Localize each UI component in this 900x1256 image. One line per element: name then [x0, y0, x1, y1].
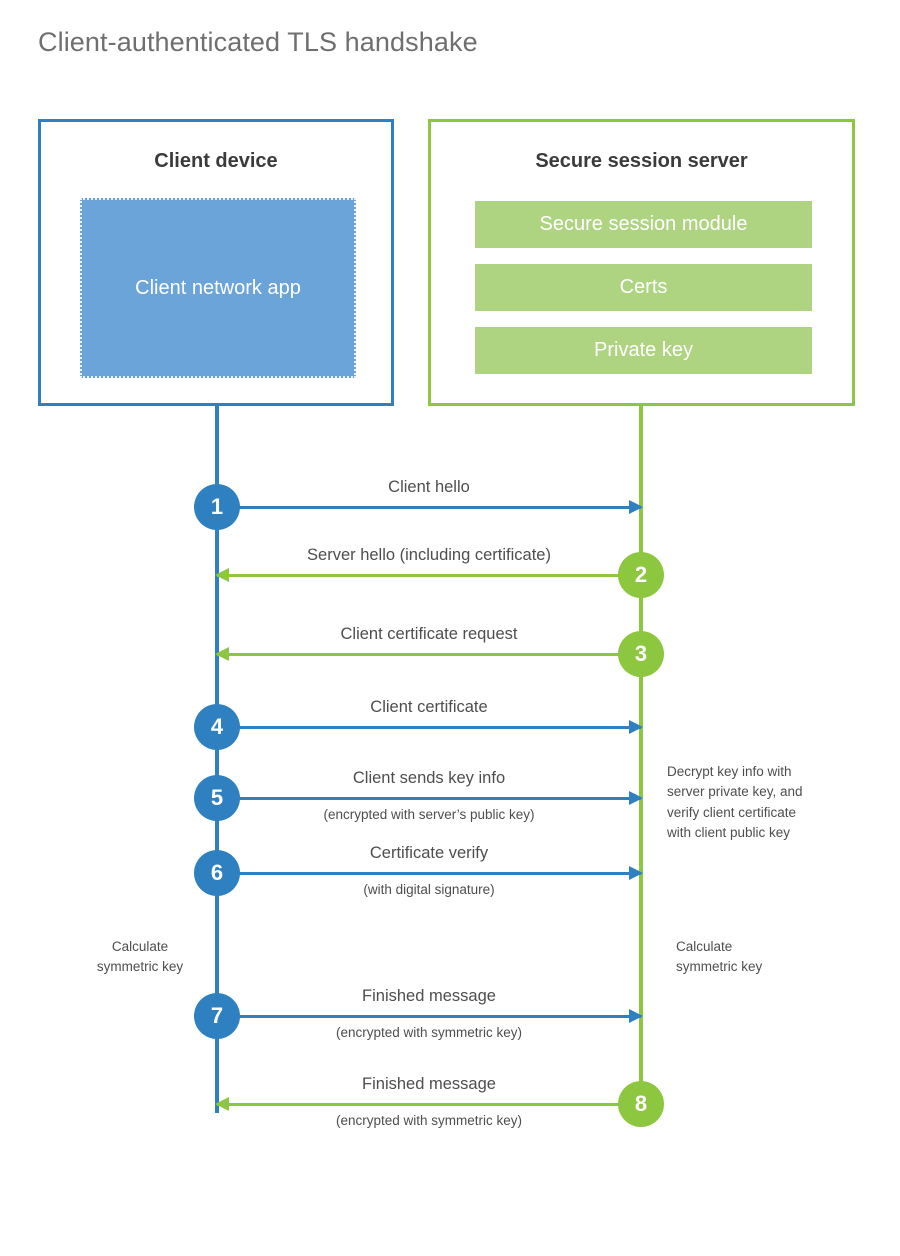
message-arrow-line-3: [217, 653, 641, 656]
server-lifeline: [639, 406, 643, 1106]
step-number-badge-6: 6: [194, 850, 240, 896]
message-label-4: Client certificate: [370, 698, 488, 716]
message-label-2: Server hello (including certificate): [307, 546, 551, 564]
client-device-box: Client device Client network app: [38, 119, 394, 406]
message-sublabel-7: (encrypted with symmetric key): [335, 1025, 523, 1040]
step-number-badge-7: 7: [194, 993, 240, 1039]
server-component-secure-session-module: Secure session module: [475, 201, 812, 248]
step-number-badge-8: 8: [618, 1081, 664, 1127]
message-arrow-line-1: [217, 506, 641, 509]
message-arrow-line-2: [217, 574, 641, 577]
message-arrow-line-5: [217, 797, 641, 800]
message-label-1: Client hello: [388, 478, 470, 496]
arrowhead-icon-5: [629, 791, 643, 805]
secure-session-server-box: Secure session server Secure session mod…: [428, 119, 855, 406]
message-sublabel-5: (encrypted with server’s public key): [323, 807, 535, 822]
message-label-7: Finished message: [362, 987, 496, 1005]
message-label-3: Client certificate request: [340, 625, 518, 643]
arrowhead-icon-4: [629, 720, 643, 734]
message-arrow-line-7: [217, 1015, 641, 1018]
arrowhead-icon-6: [629, 866, 643, 880]
secure-session-server-title: Secure session server: [535, 150, 748, 172]
arrowhead-icon-8: [215, 1097, 229, 1111]
step-number-badge-2: 2: [618, 552, 664, 598]
message-label-8: Finished message: [362, 1075, 496, 1093]
client-network-app-block: Client network app: [80, 198, 356, 378]
server-component-certs: Certs: [475, 264, 812, 311]
arrowhead-icon-7: [629, 1009, 643, 1023]
message-arrow-line-4: [217, 726, 641, 729]
step-number-badge-5: 5: [194, 775, 240, 821]
note-calculate-symmetric-key-client: Calculate symmetric key: [96, 939, 184, 975]
note-calculate-symmetric-key-server: Calculate symmetric key: [676, 939, 763, 975]
arrowhead-icon-2: [215, 568, 229, 582]
client-device-title: Client device: [154, 150, 278, 172]
note-decrypt-key-info: Decrypt key info with server private key…: [667, 764, 803, 840]
message-label-5: Client sends key info: [352, 769, 506, 787]
step-number-badge-1: 1: [194, 484, 240, 530]
page-title: Client-authenticated TLS handshake: [38, 27, 478, 57]
arrowhead-icon-1: [629, 500, 643, 514]
message-label-6: Certificate verify: [369, 844, 489, 862]
message-arrow-line-8: [217, 1103, 641, 1106]
message-arrow-line-6: [217, 872, 641, 875]
step-number-badge-4: 4: [194, 704, 240, 750]
message-sublabel-8: (encrypted with symmetric key): [335, 1113, 523, 1128]
server-component-private-key: Private key: [475, 327, 812, 374]
client-lifeline: [215, 406, 219, 1113]
step-number-badge-3: 3: [618, 631, 664, 677]
arrowhead-icon-3: [215, 647, 229, 661]
message-sublabel-6: (with digital signature): [363, 882, 495, 897]
